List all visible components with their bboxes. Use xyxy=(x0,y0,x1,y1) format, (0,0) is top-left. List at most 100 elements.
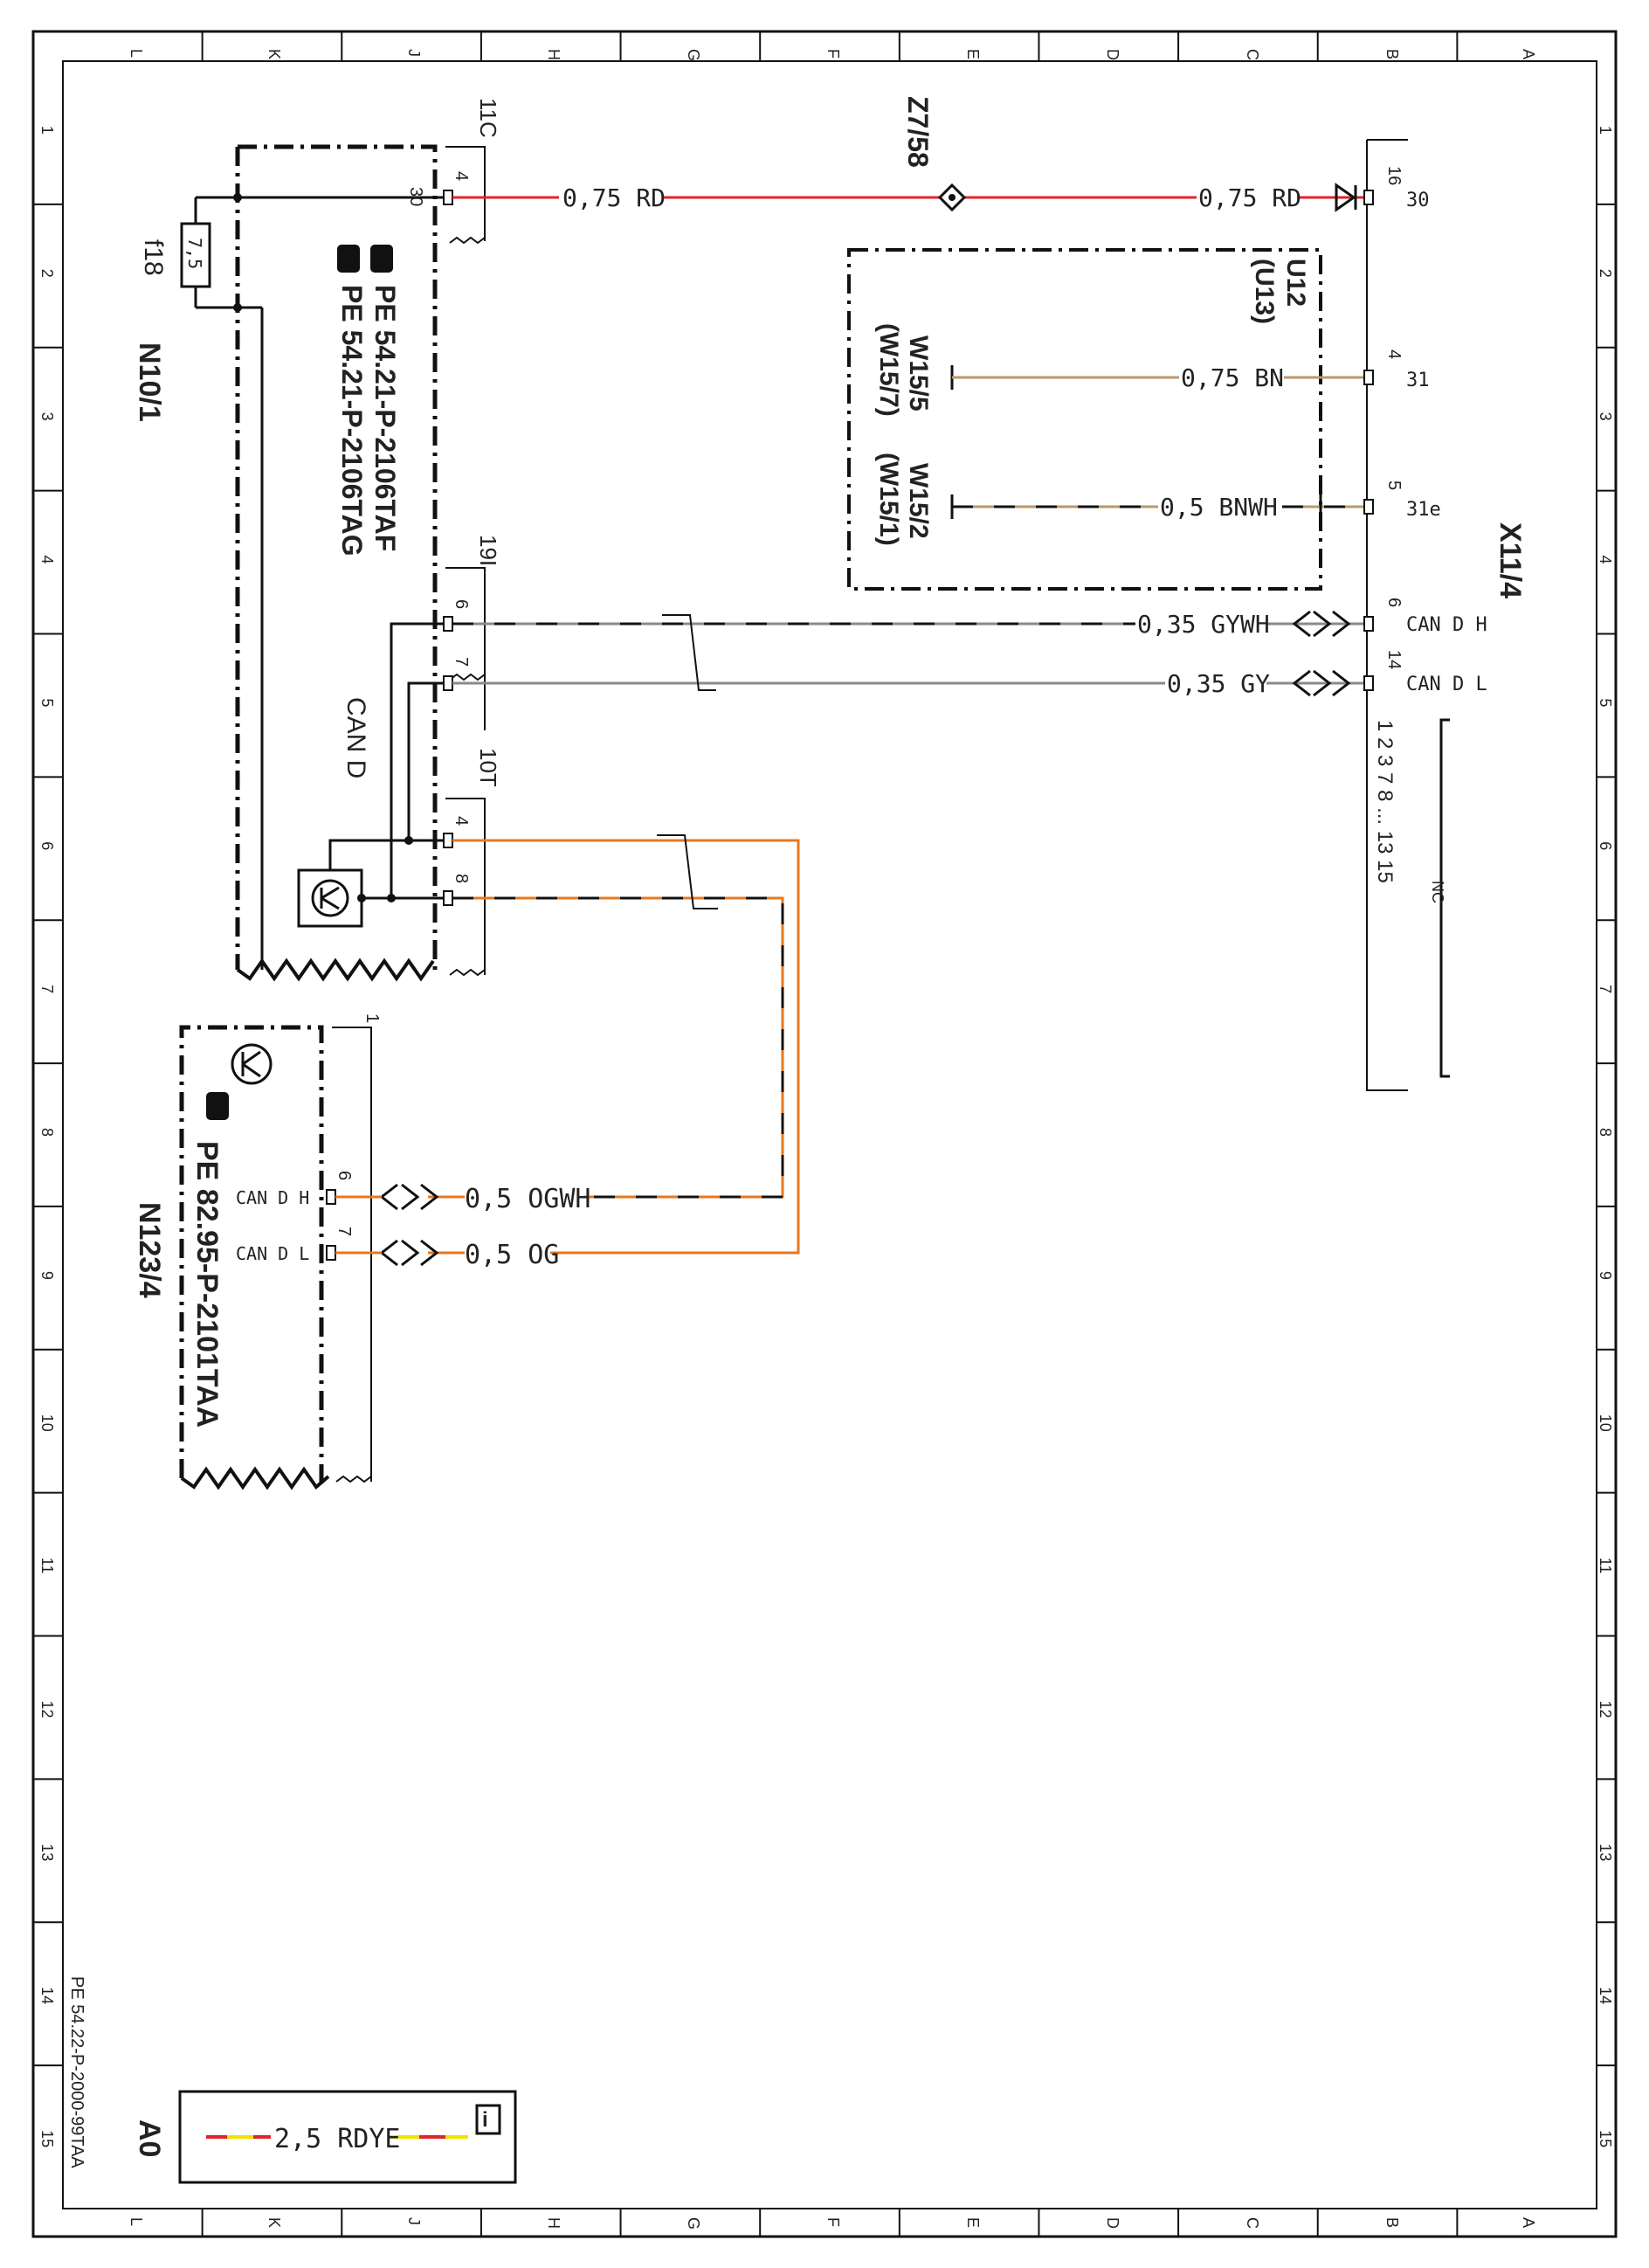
col-label: D xyxy=(1104,49,1121,60)
row-label: 3 xyxy=(38,412,56,421)
col-label: L xyxy=(128,2217,145,2226)
row-label: 10 xyxy=(1597,1414,1614,1432)
can-bus-label: CAN D xyxy=(342,697,370,778)
info-icon[interactable]: i xyxy=(475,2104,501,2135)
row-label: 13 xyxy=(1597,1843,1614,1861)
row-label: 7 xyxy=(1597,985,1614,993)
col-label: G xyxy=(685,2217,702,2230)
module-name-n123: N123/4 xyxy=(133,1202,166,1298)
col-label: J xyxy=(405,49,423,57)
wire-og[interactable]: 0,5 OG xyxy=(379,839,800,1270)
row-label: 2 xyxy=(1597,269,1614,278)
row-label: 9 xyxy=(1597,1271,1614,1280)
pin-30: 30 xyxy=(406,187,425,206)
hand-pointer-icon xyxy=(206,1092,229,1120)
row-label: 14 xyxy=(38,1987,56,2004)
col-label: A xyxy=(1520,2217,1537,2228)
col-label: F xyxy=(824,49,842,59)
wire-bn[interactable]: 0,75 BN xyxy=(950,363,1367,392)
row-label: 5 xyxy=(1597,698,1614,707)
row-label: 7 xyxy=(38,985,56,993)
col-label: E xyxy=(964,2217,982,2228)
wire-ogwh[interactable]: 0,5 OGWH xyxy=(379,896,784,1214)
wire-label: 0,35 GY xyxy=(1167,669,1270,698)
wire-gywh[interactable]: 0,35 GYWH xyxy=(452,610,1367,639)
transceiver-icon xyxy=(297,868,363,928)
twisted-pair-marker xyxy=(657,834,718,909)
pin-name: 30 xyxy=(1406,190,1430,211)
wire-label: 0,75 RD xyxy=(1198,183,1301,212)
module-name-n10: N10/1 xyxy=(133,342,166,422)
nc-label: NC xyxy=(1429,881,1446,903)
row-label: 12 xyxy=(1597,1700,1614,1718)
row-label: 14 xyxy=(1597,1987,1614,2004)
col-label: L xyxy=(128,49,145,58)
wire-rd[interactable]: 0,75 RD 0,75 RD xyxy=(452,183,1367,212)
row-label: 12 xyxy=(38,1700,56,1718)
module-n123-4[interactable]: 1 PE 82.95-P-2101TAA N123/4 CAN D H CAN … xyxy=(133,1013,382,1490)
pin-number: 4 xyxy=(452,816,471,826)
row-label: 4 xyxy=(1597,556,1614,564)
col-label: H xyxy=(545,2217,562,2229)
wire-label: 0,5 BNWH xyxy=(1160,493,1278,522)
row-label: 1 xyxy=(1597,126,1614,135)
col-label: A xyxy=(1520,49,1537,59)
row-label: 8 xyxy=(1597,1128,1614,1137)
module-u12[interactable]: U12 (U13) W15/5 (W15/7) W15/2 (W15/1) xyxy=(847,248,1322,591)
document-reference: PE 54.22-P-2000-99TAA xyxy=(67,1976,86,2168)
fuse-label: f18 xyxy=(139,239,168,276)
col-label: G xyxy=(685,49,702,61)
row-label: 10 xyxy=(38,1414,56,1432)
wire-bnwh[interactable]: 0,5 BNWH xyxy=(950,493,1367,522)
module-n10-1[interactable] xyxy=(235,144,486,982)
pin-number: 16 xyxy=(1384,166,1404,185)
wire-label: 0,5 OGWH xyxy=(465,1184,591,1214)
col-label: F xyxy=(824,2217,842,2227)
pin-name: CAN D L xyxy=(236,1243,309,1264)
row-label: 11 xyxy=(38,1558,56,1574)
pin-name: 31e xyxy=(1406,499,1441,521)
sheet-frame xyxy=(31,30,1618,2238)
column-labels-bottom: L K J H G F E D C B A xyxy=(128,2217,1537,2230)
twisted-pair-marker xyxy=(662,614,716,691)
pin-number: 6 xyxy=(335,1171,354,1180)
connector-label-1: 1 xyxy=(362,1013,382,1023)
col-label: H xyxy=(545,49,562,60)
connector-x11-4[interactable]: X11/4 16 4 5 6 14 30 31 31e CAN D H CAN … xyxy=(1363,139,1527,1091)
row-label: 1 xyxy=(38,126,56,135)
pin-number: 14 xyxy=(1384,650,1404,669)
n10-pins: 30 4 6 7 4 8 xyxy=(406,171,471,906)
row-label: 15 xyxy=(1597,2130,1614,2147)
reference-link-2[interactable]: PE 54.21-P-2106TAG xyxy=(336,285,368,557)
wire-gy[interactable]: 0,35 GY xyxy=(452,669,1367,698)
fuse-value: 7,5 xyxy=(184,238,205,269)
transceiver-icon xyxy=(231,1043,273,1085)
col-label: B xyxy=(1383,49,1401,59)
connector-label-10t: 10T xyxy=(475,748,501,787)
column-labels-top: L K J H G F E D C B A xyxy=(128,49,1537,61)
col-label: C xyxy=(1244,2217,1261,2229)
wire-label: 0,75 RD xyxy=(562,183,666,212)
row-label: 6 xyxy=(38,841,56,850)
connector-name-x11: X11/4 xyxy=(1494,522,1527,598)
legend-wire-label: 2,5 RDYE xyxy=(274,2124,401,2154)
col-label: D xyxy=(1104,2217,1121,2229)
pin-number: 4 xyxy=(452,171,471,181)
reference-link-3[interactable]: PE 82.95-P-2101TAA xyxy=(190,1141,224,1428)
pin-number: 4 xyxy=(1384,349,1404,359)
col-label: K xyxy=(266,49,283,59)
fuse-f18[interactable]: 7,5 f18 xyxy=(139,193,445,970)
pin-name: CAN D H xyxy=(1406,614,1487,636)
info-icon-glyph: i xyxy=(482,2108,488,2132)
row-label: 4 xyxy=(38,556,56,564)
legend-box: 2,5 RDYE i xyxy=(178,2090,517,2184)
wire-label: 0,35 GYWH xyxy=(1137,610,1270,639)
row-label: 6 xyxy=(1597,841,1614,850)
nc-pin-list: 1 2 3 7 8 ... 13 15 xyxy=(1373,720,1397,883)
row-label: 11 xyxy=(1597,1558,1614,1574)
reference-link-1[interactable]: PE 54.21-P-2106TAF xyxy=(369,285,401,551)
col-label: E xyxy=(964,49,982,59)
col-label: J xyxy=(405,2217,423,2225)
connector-label-19i: 19I xyxy=(475,535,501,566)
